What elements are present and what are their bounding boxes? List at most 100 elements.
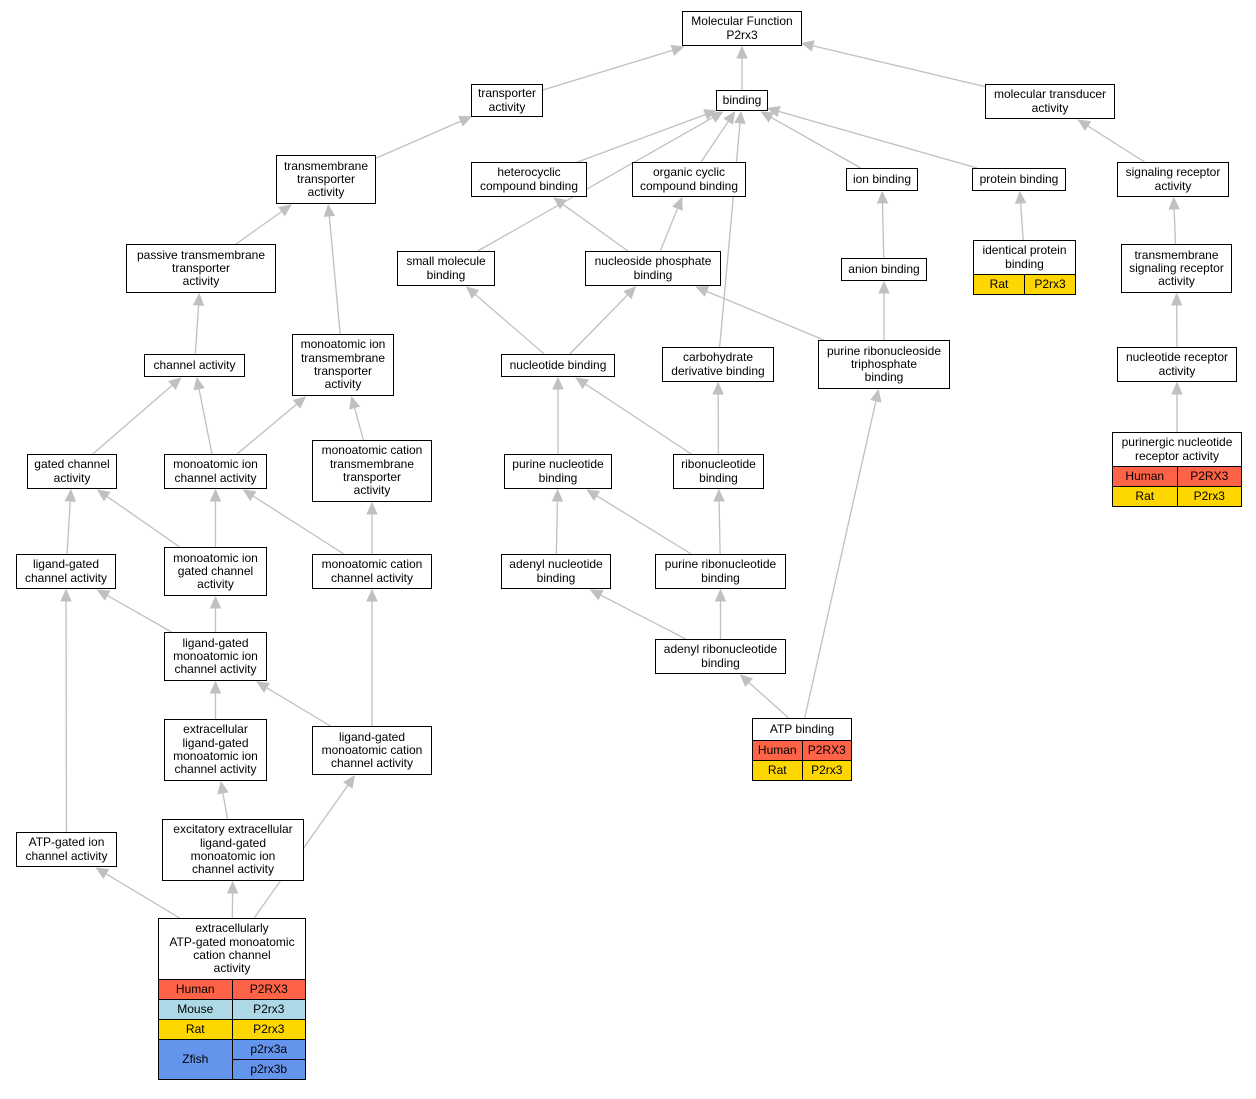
edge-arrowhead [226, 880, 239, 894]
go-term-label-line: small molecule [406, 254, 486, 269]
edge-arrowhead [723, 110, 736, 125]
edge-arrowhead [736, 45, 748, 59]
go-term-label-line: transmembrane [300, 350, 386, 365]
edge-ion-gated-channel-to-gated-channel [106, 495, 180, 548]
go-term-label-line: derivative binding [671, 363, 765, 378]
edge-arrowhead [589, 589, 604, 601]
edge-arrowhead [586, 489, 601, 501]
edge-arrowhead [465, 286, 480, 299]
go-term-label-line: extracellularly [195, 921, 269, 936]
edge-arrowhead [766, 106, 781, 118]
go-term-label-line: excitatory extracellular [173, 822, 293, 837]
ortholog-gene[interactable]: p2rx3a [231, 1039, 305, 1060]
ortholog-gene[interactable]: P2rx3 [1024, 274, 1075, 294]
edge-transporter-to-mf [542, 49, 673, 91]
edge-excitatory-ec-to-ec-lg-ion-channel [222, 792, 229, 820]
go-term-label-line: anion binding [848, 261, 920, 276]
ortholog-gene[interactable]: P2RX3 [801, 740, 851, 761]
edge-lg-cation-channel-to-lg-ion-channel [266, 687, 331, 727]
edge-heterocyclic-to-binding [577, 113, 706, 163]
ortholog-gene[interactable]: P2rx3 [801, 760, 851, 780]
edge-atp-binding-to-adenyl-ribonucleotide [748, 681, 790, 719]
go-term-label-line: nucleotide receptor [1125, 350, 1229, 365]
edge-ion-channel-to-ion-tm-transporter [236, 403, 298, 455]
go-term-nucleotide-binding[interactable]: nucleotide binding [501, 354, 615, 377]
edge-mol-transducer-to-mf [812, 45, 986, 88]
edge-arrowhead [95, 867, 110, 879]
go-term-anion-binding[interactable]: anion binding [841, 258, 927, 281]
ortholog-gene[interactable]: P2RX3 [231, 979, 305, 1000]
go-term-label-line: monoatomic ion [173, 749, 258, 763]
go-term-label-line: channel activity [174, 662, 257, 677]
go-term-protein-binding[interactable]: protein binding [972, 168, 1066, 191]
go-term-label-line: passive transmembrane [136, 247, 266, 262]
go-term-label-line: ligand-gated [182, 635, 249, 650]
edge-arrowhead [209, 680, 222, 694]
edge-channel-to-passive-tm [194, 304, 200, 355]
ortholog-gene[interactable]: P2rx3 [231, 1019, 305, 1040]
edge-nucleotide-binding-to-small-molecule [474, 293, 545, 355]
go-term-label-line: signaling receptor [1125, 165, 1221, 180]
edge-lg-ion-channel-to-ligand-gated-channel [106, 594, 172, 633]
ortholog-gene[interactable]: P2RX3 [1176, 466, 1241, 487]
edge-ion-channel-to-channel [198, 388, 213, 455]
go-term-binding[interactable]: binding [716, 90, 768, 111]
go-term-label-line: channel activity [330, 756, 414, 771]
edge-arrowhead [217, 780, 229, 795]
go-term-label-line: ligand-gated [182, 735, 249, 750]
edge-tm-signaling-to-signaling-receptor [1173, 208, 1177, 245]
go-term-label-line: adenyl ribonucleotide [663, 642, 778, 657]
ortholog-gene[interactable]: P2rx3 [1176, 486, 1241, 506]
ortholog-gene[interactable]: p2rx3b [231, 1059, 305, 1079]
go-term-label-line: ligand-gated [338, 729, 406, 744]
ortholog-gene[interactable]: P2rx3 [231, 999, 305, 1020]
go-term-label-line: transporter [296, 171, 356, 186]
edge-purine-ribonucleotide-to-purine-nucleotide [596, 495, 692, 555]
edge-arrowhead [168, 377, 182, 390]
go-term-channel[interactable]: channel activity [144, 354, 245, 377]
go-term-label: binding [717, 91, 767, 110]
go-term-ion-binding[interactable]: ion binding [846, 168, 918, 191]
go-term-label-line: ribonucleotide [681, 457, 756, 472]
